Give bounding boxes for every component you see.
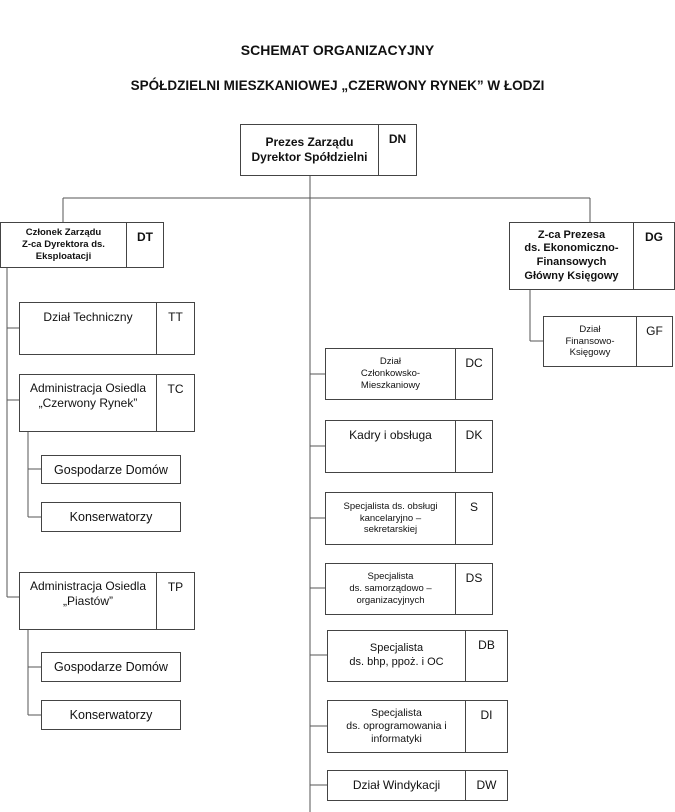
left-head-code: DT — [126, 223, 163, 267]
center-unit-name: Dział Windykacji — [352, 778, 441, 792]
left-sub-konserwatorzy-tp: Konserwatorzy — [41, 700, 181, 730]
left-sub-konserwatorzy-tc: Konserwatorzy — [41, 502, 181, 532]
chart-subtitle: SPÓŁDZIELNI MIESZKANIOWEJ „CZERWONY RYNE… — [130, 78, 545, 93]
left-unit-name: Administracja Osiedla „Czerwony Rynek” — [29, 381, 147, 410]
left-sub-gospodarze-tp: Gospodarze Domów — [41, 652, 181, 682]
right-sub-name: Dział Finansowo- Księgowy — [565, 323, 615, 359]
center-unit-code: DW — [465, 771, 507, 800]
center-unit-dw: Dział Windykacji DW — [327, 770, 508, 801]
left-unit-code: TC — [156, 375, 194, 431]
left-unit-name: Administracja Osiedla „Piastów” — [29, 579, 147, 608]
center-unit-dc: Dział Członkowsko- Mieszkaniowy DC — [325, 348, 493, 400]
center-unit-code: DS — [455, 564, 492, 614]
right-sub-code: GF — [636, 317, 672, 366]
center-unit-code: DB — [465, 631, 507, 681]
president-code: DN — [378, 125, 416, 175]
left-unit-code: TP — [156, 573, 194, 629]
center-unit-name: Specjalista ds. oprogramowania i informa… — [346, 706, 447, 746]
center-unit-code: DC — [455, 349, 492, 399]
left-unit-tp: Administracja Osiedla „Piastów” TP — [19, 572, 195, 630]
left-sub-gospodarze-tc: Gospodarze Domów — [41, 455, 181, 484]
left-unit-code: TT — [156, 303, 194, 354]
center-unit-dk: Kadry i obsługa DK — [325, 420, 493, 473]
center-unit-name: Specjalista ds. samorządowo – organizacy… — [349, 571, 432, 606]
center-unit-s: Specjalista ds. obsługi kancelaryjno – s… — [325, 492, 493, 545]
right-head-code: DG — [633, 223, 674, 289]
center-unit-code: DI — [465, 701, 507, 752]
president-name: Prezes Zarządu Dyrektor Spółdzielni — [251, 135, 368, 164]
center-unit-db: Specjalista ds. bhp, ppoż. i OC DB — [327, 630, 508, 682]
president-box: Prezes Zarządu Dyrektor Spółdzielni DN — [240, 124, 417, 176]
center-unit-name: Specjalista ds. obsługi kancelaryjno – s… — [343, 500, 438, 536]
right-sub-box: Dział Finansowo- Księgowy GF — [543, 316, 673, 367]
center-unit-di: Specjalista ds. oprogramowania i informa… — [327, 700, 508, 753]
left-head-name: Członek Zarządu Z-ca Dyrektora ds. Ekspl… — [22, 227, 105, 262]
left-unit-tt: Dział Techniczny TT — [19, 302, 195, 355]
right-head-name: Z-ca Prezesa ds. Ekonomiczno- Finansowyc… — [524, 228, 619, 282]
center-unit-name: Dział Członkowsko- Mieszkaniowy — [360, 356, 421, 391]
left-head-box: Członek Zarządu Z-ca Dyrektora ds. Ekspl… — [0, 222, 164, 268]
chart-title: SCHEMAT ORGANIZACYJNY — [240, 42, 435, 58]
left-unit-tc: Administracja Osiedla „Czerwony Rynek” T… — [19, 374, 195, 432]
center-unit-ds: Specjalista ds. samorządowo – organizacy… — [325, 563, 493, 615]
left-unit-name: Dział Techniczny — [43, 310, 133, 324]
right-head-box: Z-ca Prezesa ds. Ekonomiczno- Finansowyc… — [509, 222, 675, 290]
center-unit-name: Specjalista ds. bhp, ppoż. i OC — [349, 642, 444, 668]
center-unit-code: S — [455, 493, 492, 544]
center-unit-code: DK — [455, 421, 492, 472]
center-unit-name: Kadry i obsługa — [349, 428, 432, 442]
